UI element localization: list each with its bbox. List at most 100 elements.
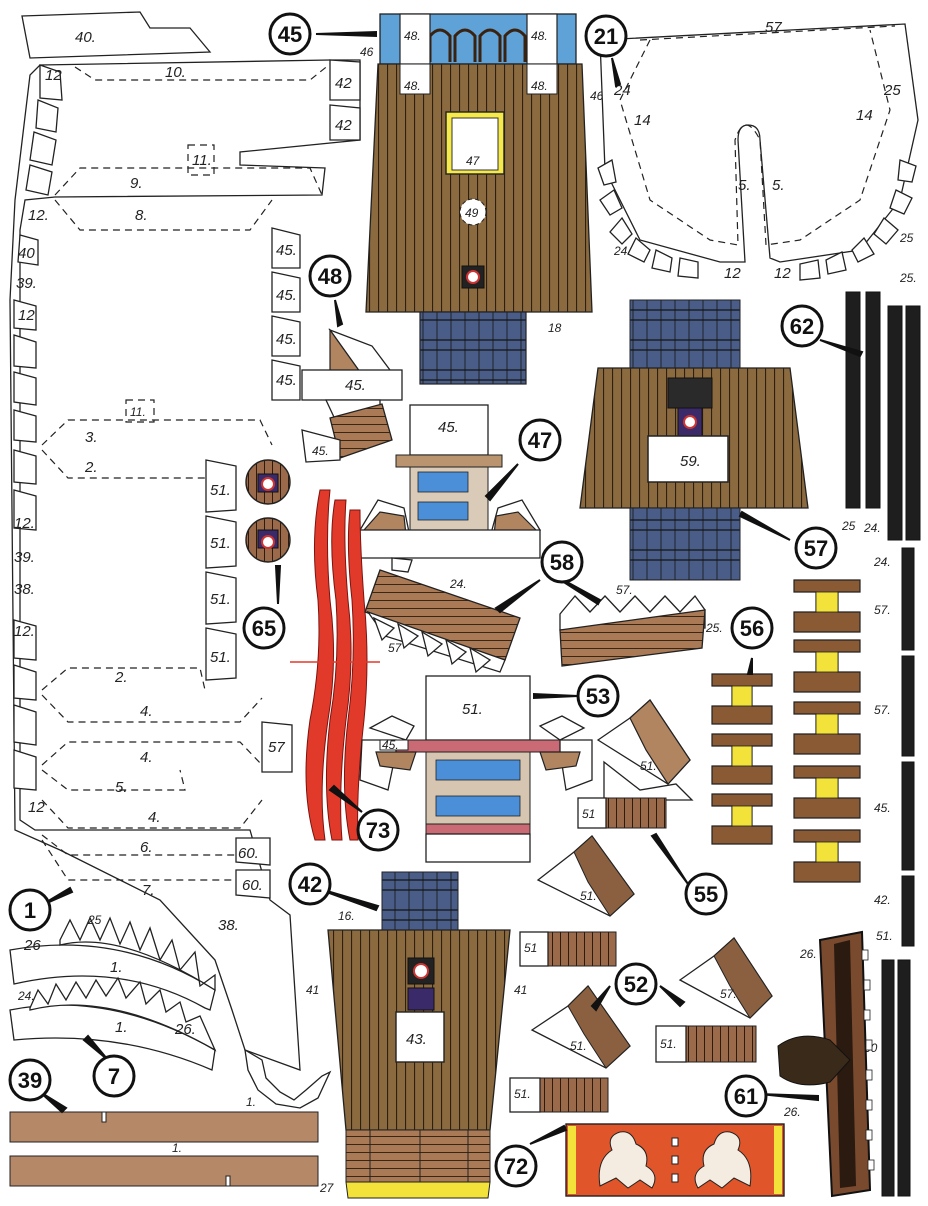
svg-text:5.: 5. bbox=[772, 177, 785, 194]
svg-text:7: 7 bbox=[108, 1064, 120, 1089]
svg-text:41: 41 bbox=[514, 983, 527, 997]
svg-text:38.: 38. bbox=[14, 581, 35, 598]
callout-52: 52 bbox=[614, 962, 658, 1006]
part-61-keel bbox=[777, 930, 875, 1198]
callout-47: 47 bbox=[518, 418, 562, 462]
svg-text:51.: 51. bbox=[660, 1037, 677, 1051]
callout-73: 73 bbox=[356, 808, 400, 852]
callout-62: 62 bbox=[780, 304, 824, 348]
callout-39: 39 bbox=[8, 1058, 52, 1102]
svg-text:57: 57 bbox=[804, 536, 828, 561]
svg-text:27: 27 bbox=[319, 1181, 335, 1195]
svg-text:72: 72 bbox=[504, 1154, 528, 1179]
svg-text:4.: 4. bbox=[140, 749, 153, 766]
svg-text:40: 40 bbox=[18, 245, 35, 262]
black-strips bbox=[845, 291, 921, 1197]
svg-text:42: 42 bbox=[335, 75, 352, 92]
svg-text:57: 57 bbox=[388, 641, 403, 655]
svg-text:48.: 48. bbox=[531, 29, 548, 43]
svg-text:38.: 38. bbox=[218, 917, 239, 934]
svg-text:25.: 25. bbox=[705, 621, 723, 635]
svg-text:2.: 2. bbox=[84, 459, 98, 476]
svg-text:45: 45 bbox=[278, 22, 302, 47]
svg-text:48.: 48. bbox=[404, 79, 421, 93]
svg-text:43.: 43. bbox=[406, 1031, 427, 1048]
svg-text:25.: 25. bbox=[899, 271, 917, 285]
svg-text:51.: 51. bbox=[876, 929, 893, 943]
svg-text:45.: 45. bbox=[438, 419, 459, 436]
svg-text:26: 26 bbox=[23, 937, 41, 954]
callout-53: 53 bbox=[576, 674, 620, 718]
svg-text:5.: 5. bbox=[738, 177, 751, 194]
svg-text:39.: 39. bbox=[14, 549, 35, 566]
svg-text:48: 48 bbox=[318, 264, 342, 289]
svg-text:61: 61 bbox=[734, 1084, 758, 1109]
callout-65: 65 bbox=[242, 606, 286, 650]
svg-text:39: 39 bbox=[18, 1068, 42, 1093]
svg-text:24.: 24. bbox=[863, 521, 881, 535]
svg-text:57.: 57. bbox=[874, 703, 891, 717]
svg-text:9.: 9. bbox=[130, 175, 143, 192]
callout-48: 48 bbox=[308, 254, 352, 298]
svg-text:51.: 51. bbox=[640, 759, 657, 773]
svg-text:2.: 2. bbox=[114, 669, 128, 686]
callout-61: 61 bbox=[724, 1074, 768, 1118]
svg-text:3.: 3. bbox=[85, 429, 98, 446]
svg-text:45.: 45. bbox=[382, 738, 399, 752]
svg-text:24.: 24. bbox=[613, 244, 631, 258]
svg-text:60.: 60. bbox=[242, 877, 263, 894]
svg-text:12.: 12. bbox=[14, 623, 35, 640]
svg-text:57.: 57. bbox=[874, 603, 891, 617]
svg-text:46: 46 bbox=[590, 89, 604, 103]
svg-text:51: 51 bbox=[582, 807, 595, 821]
svg-text:24.: 24. bbox=[873, 555, 891, 569]
svg-text:42.: 42. bbox=[874, 893, 891, 907]
svg-text:48.: 48. bbox=[404, 29, 421, 43]
part-47-cabin bbox=[358, 404, 542, 573]
svg-text:45.: 45. bbox=[276, 372, 297, 389]
callout-pointers bbox=[39, 30, 864, 1145]
svg-text:12: 12 bbox=[774, 265, 791, 282]
svg-text:49: 49 bbox=[465, 206, 479, 220]
callout-55: 55 bbox=[684, 872, 728, 916]
svg-text:25: 25 bbox=[841, 519, 856, 533]
part-39-strips bbox=[9, 1111, 319, 1187]
svg-text:48.: 48. bbox=[531, 79, 548, 93]
svg-text:18: 18 bbox=[548, 321, 562, 335]
callout-1: 1 bbox=[8, 888, 52, 932]
part-52-a bbox=[519, 835, 635, 967]
svg-text:26.: 26. bbox=[174, 1021, 196, 1038]
part-42-hull-panel bbox=[327, 871, 511, 1199]
svg-text:1.: 1. bbox=[110, 959, 123, 976]
callout-45: 45 bbox=[268, 12, 312, 56]
svg-text:8.: 8. bbox=[135, 207, 148, 224]
svg-text:57.: 57. bbox=[616, 583, 633, 597]
svg-text:59.: 59. bbox=[680, 453, 701, 470]
svg-text:51.: 51. bbox=[580, 889, 597, 903]
svg-text:12: 12 bbox=[18, 307, 35, 324]
svg-text:45.: 45. bbox=[276, 287, 297, 304]
svg-text:24.: 24. bbox=[449, 577, 467, 591]
svg-text:12.: 12. bbox=[14, 515, 35, 532]
svg-text:53: 53 bbox=[586, 684, 610, 709]
svg-text:12: 12 bbox=[28, 799, 45, 816]
svg-text:21: 21 bbox=[594, 24, 618, 49]
svg-text:56: 56 bbox=[740, 616, 764, 641]
svg-text:39.: 39. bbox=[16, 275, 37, 292]
part-53-cabin bbox=[359, 675, 593, 863]
part-55-a bbox=[577, 699, 694, 829]
callout-7: 7 bbox=[92, 1054, 136, 1098]
callout-21: 21 bbox=[584, 14, 628, 58]
svg-text:65: 65 bbox=[252, 616, 276, 641]
svg-text:47: 47 bbox=[466, 154, 481, 168]
svg-text:51.: 51. bbox=[210, 591, 231, 608]
svg-text:10.: 10. bbox=[165, 64, 186, 81]
svg-text:11.: 11. bbox=[192, 152, 212, 169]
hull-strip-part bbox=[9, 59, 361, 1071]
svg-text:51: 51 bbox=[524, 941, 537, 955]
svg-text:51.: 51. bbox=[210, 535, 231, 552]
svg-text:41: 41 bbox=[306, 983, 319, 997]
svg-text:51.: 51. bbox=[462, 701, 483, 718]
svg-text:51.: 51. bbox=[514, 1087, 531, 1101]
